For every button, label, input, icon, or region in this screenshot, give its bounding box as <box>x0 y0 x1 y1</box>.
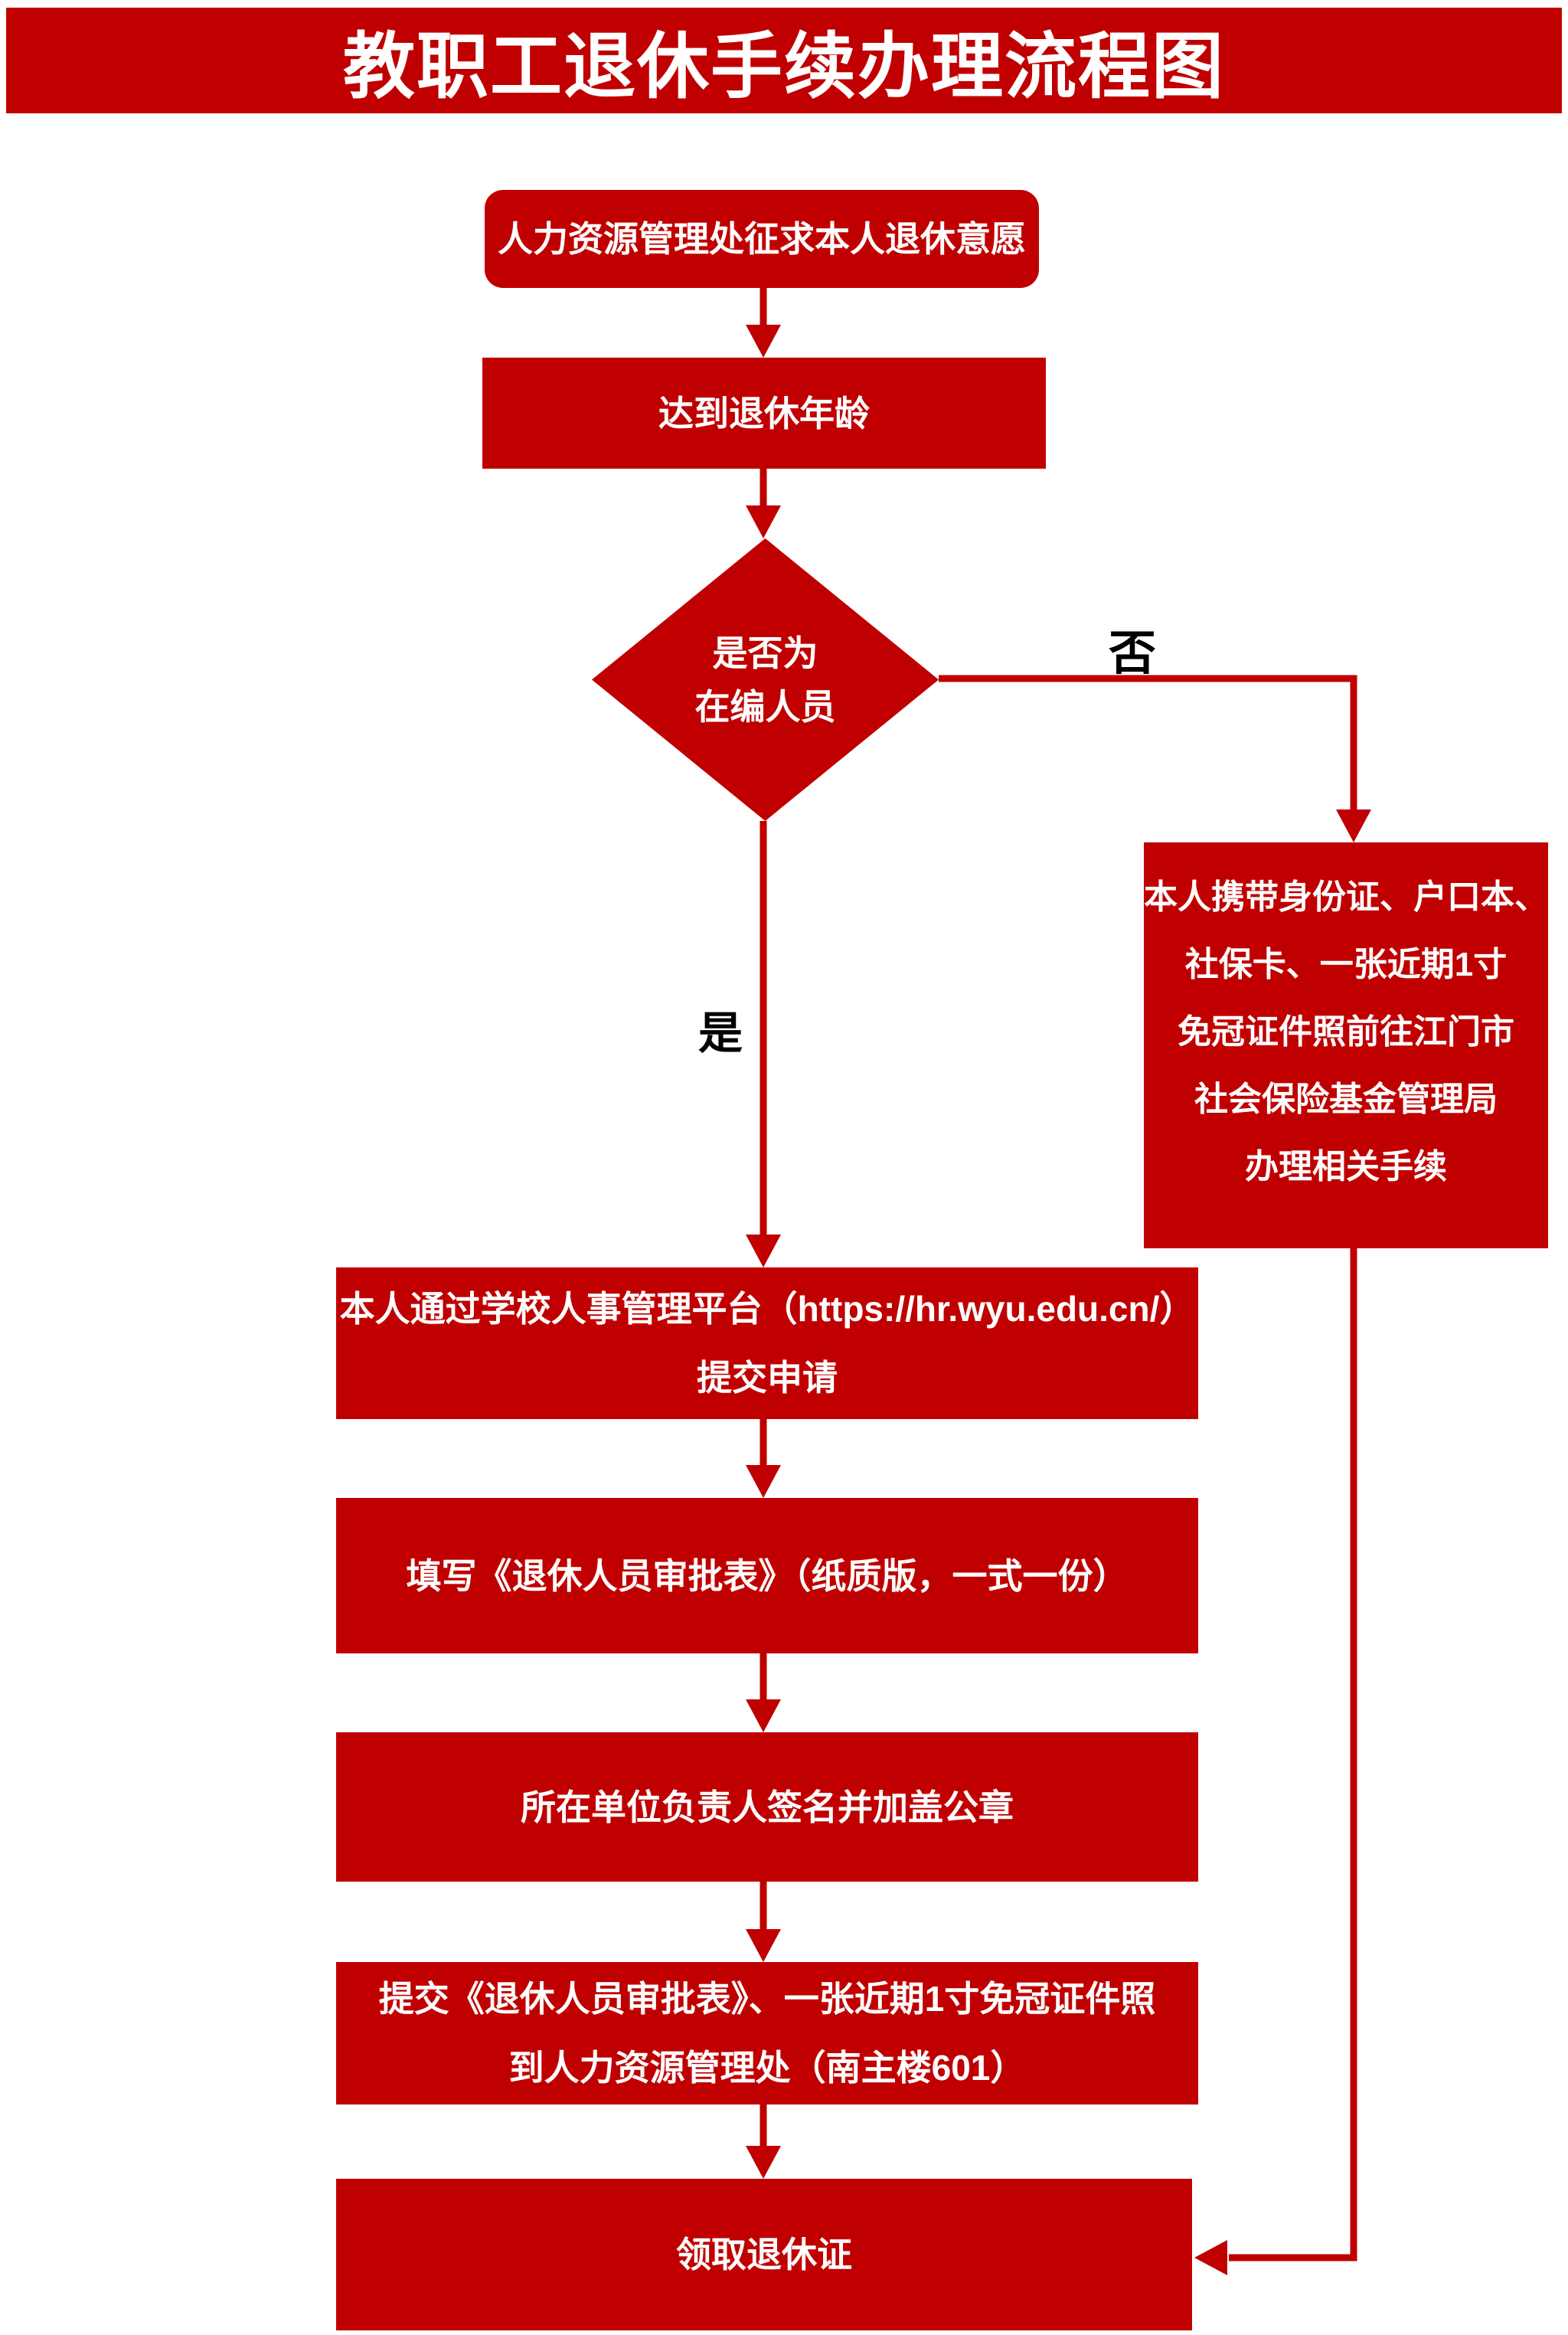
flow-node-label-line1: 本人通过学校人事管理平台（https://hr.wyu.edu.cn/） <box>339 1289 1195 1329</box>
no-branch-line: 办理相关手续 <box>1245 1148 1447 1185</box>
flow-node-label-line2: 到人力资源管理处（南主楼601） <box>508 2048 1026 2088</box>
no-branch-line: 社保卡、一张近期1寸 <box>1184 946 1508 983</box>
flow-node-label: 达到退休年龄 <box>658 393 870 433</box>
page-title-text: 教职工退休手续办理流程图 <box>342 26 1225 106</box>
no-branch-line: 免冠证件照前往江门市 <box>1178 1013 1514 1051</box>
flow-node-fill-approval-form: 填写《退休人员审批表》（纸质版，一式一份） <box>336 1498 1198 1653</box>
flow-node-label: 人力资源管理处征求本人退休意愿 <box>498 219 1026 259</box>
flow-node-submit-online-application: 本人通过学校人事管理平台（https://hr.wyu.edu.cn/） 提交申… <box>336 1267 1198 1419</box>
flow-node-receive-retirement-certificate: 领取退休证 <box>336 2179 1192 2330</box>
flow-node-social-insurance-bureau: 本人携带身份证、户口本、 社保卡、一张近期1寸 免冠证件照前往江门市 社会保险基… <box>1144 842 1548 1248</box>
decision-label-line1: 是否为 <box>712 633 818 673</box>
decision-label-line2: 在编人员 <box>694 686 836 727</box>
no-branch-line: 社会保险基金管理局 <box>1194 1081 1498 1118</box>
branch-label-no: 否 <box>1109 627 1157 680</box>
flow-node-unit-leader-sign-stamp: 所在单位负责人签名并加盖公章 <box>336 1732 1198 1882</box>
flow-node-label-line2: 提交申请 <box>697 1358 838 1398</box>
flow-node-submit-form-to-hr: 提交《退休人员审批表》、一张近期1寸免冠证件照 到人力资源管理处（南主楼601） <box>336 1962 1198 2104</box>
flow-node-label: 所在单位负责人签名并加盖公章 <box>521 1787 1014 1827</box>
page-title: 教职工退休手续办理流程图 <box>6 8 1562 113</box>
flow-node-hr-asks-intention: 人力资源管理处征求本人退休意愿 <box>485 190 1039 288</box>
flow-node-label: 领取退休证 <box>676 2235 852 2274</box>
branch-label-yes: 是 <box>698 1009 743 1058</box>
flow-node-label: 填写《退休人员审批表》（纸质版，一式一份） <box>406 1555 1129 1596</box>
flow-node-reach-retirement-age: 达到退休年龄 <box>482 358 1046 469</box>
no-branch-line: 本人携带身份证、户口本、 <box>1144 878 1548 916</box>
flow-node-label-line1: 提交《退休人员审批表》、一张近期1寸免冠证件照 <box>378 1979 1156 2019</box>
